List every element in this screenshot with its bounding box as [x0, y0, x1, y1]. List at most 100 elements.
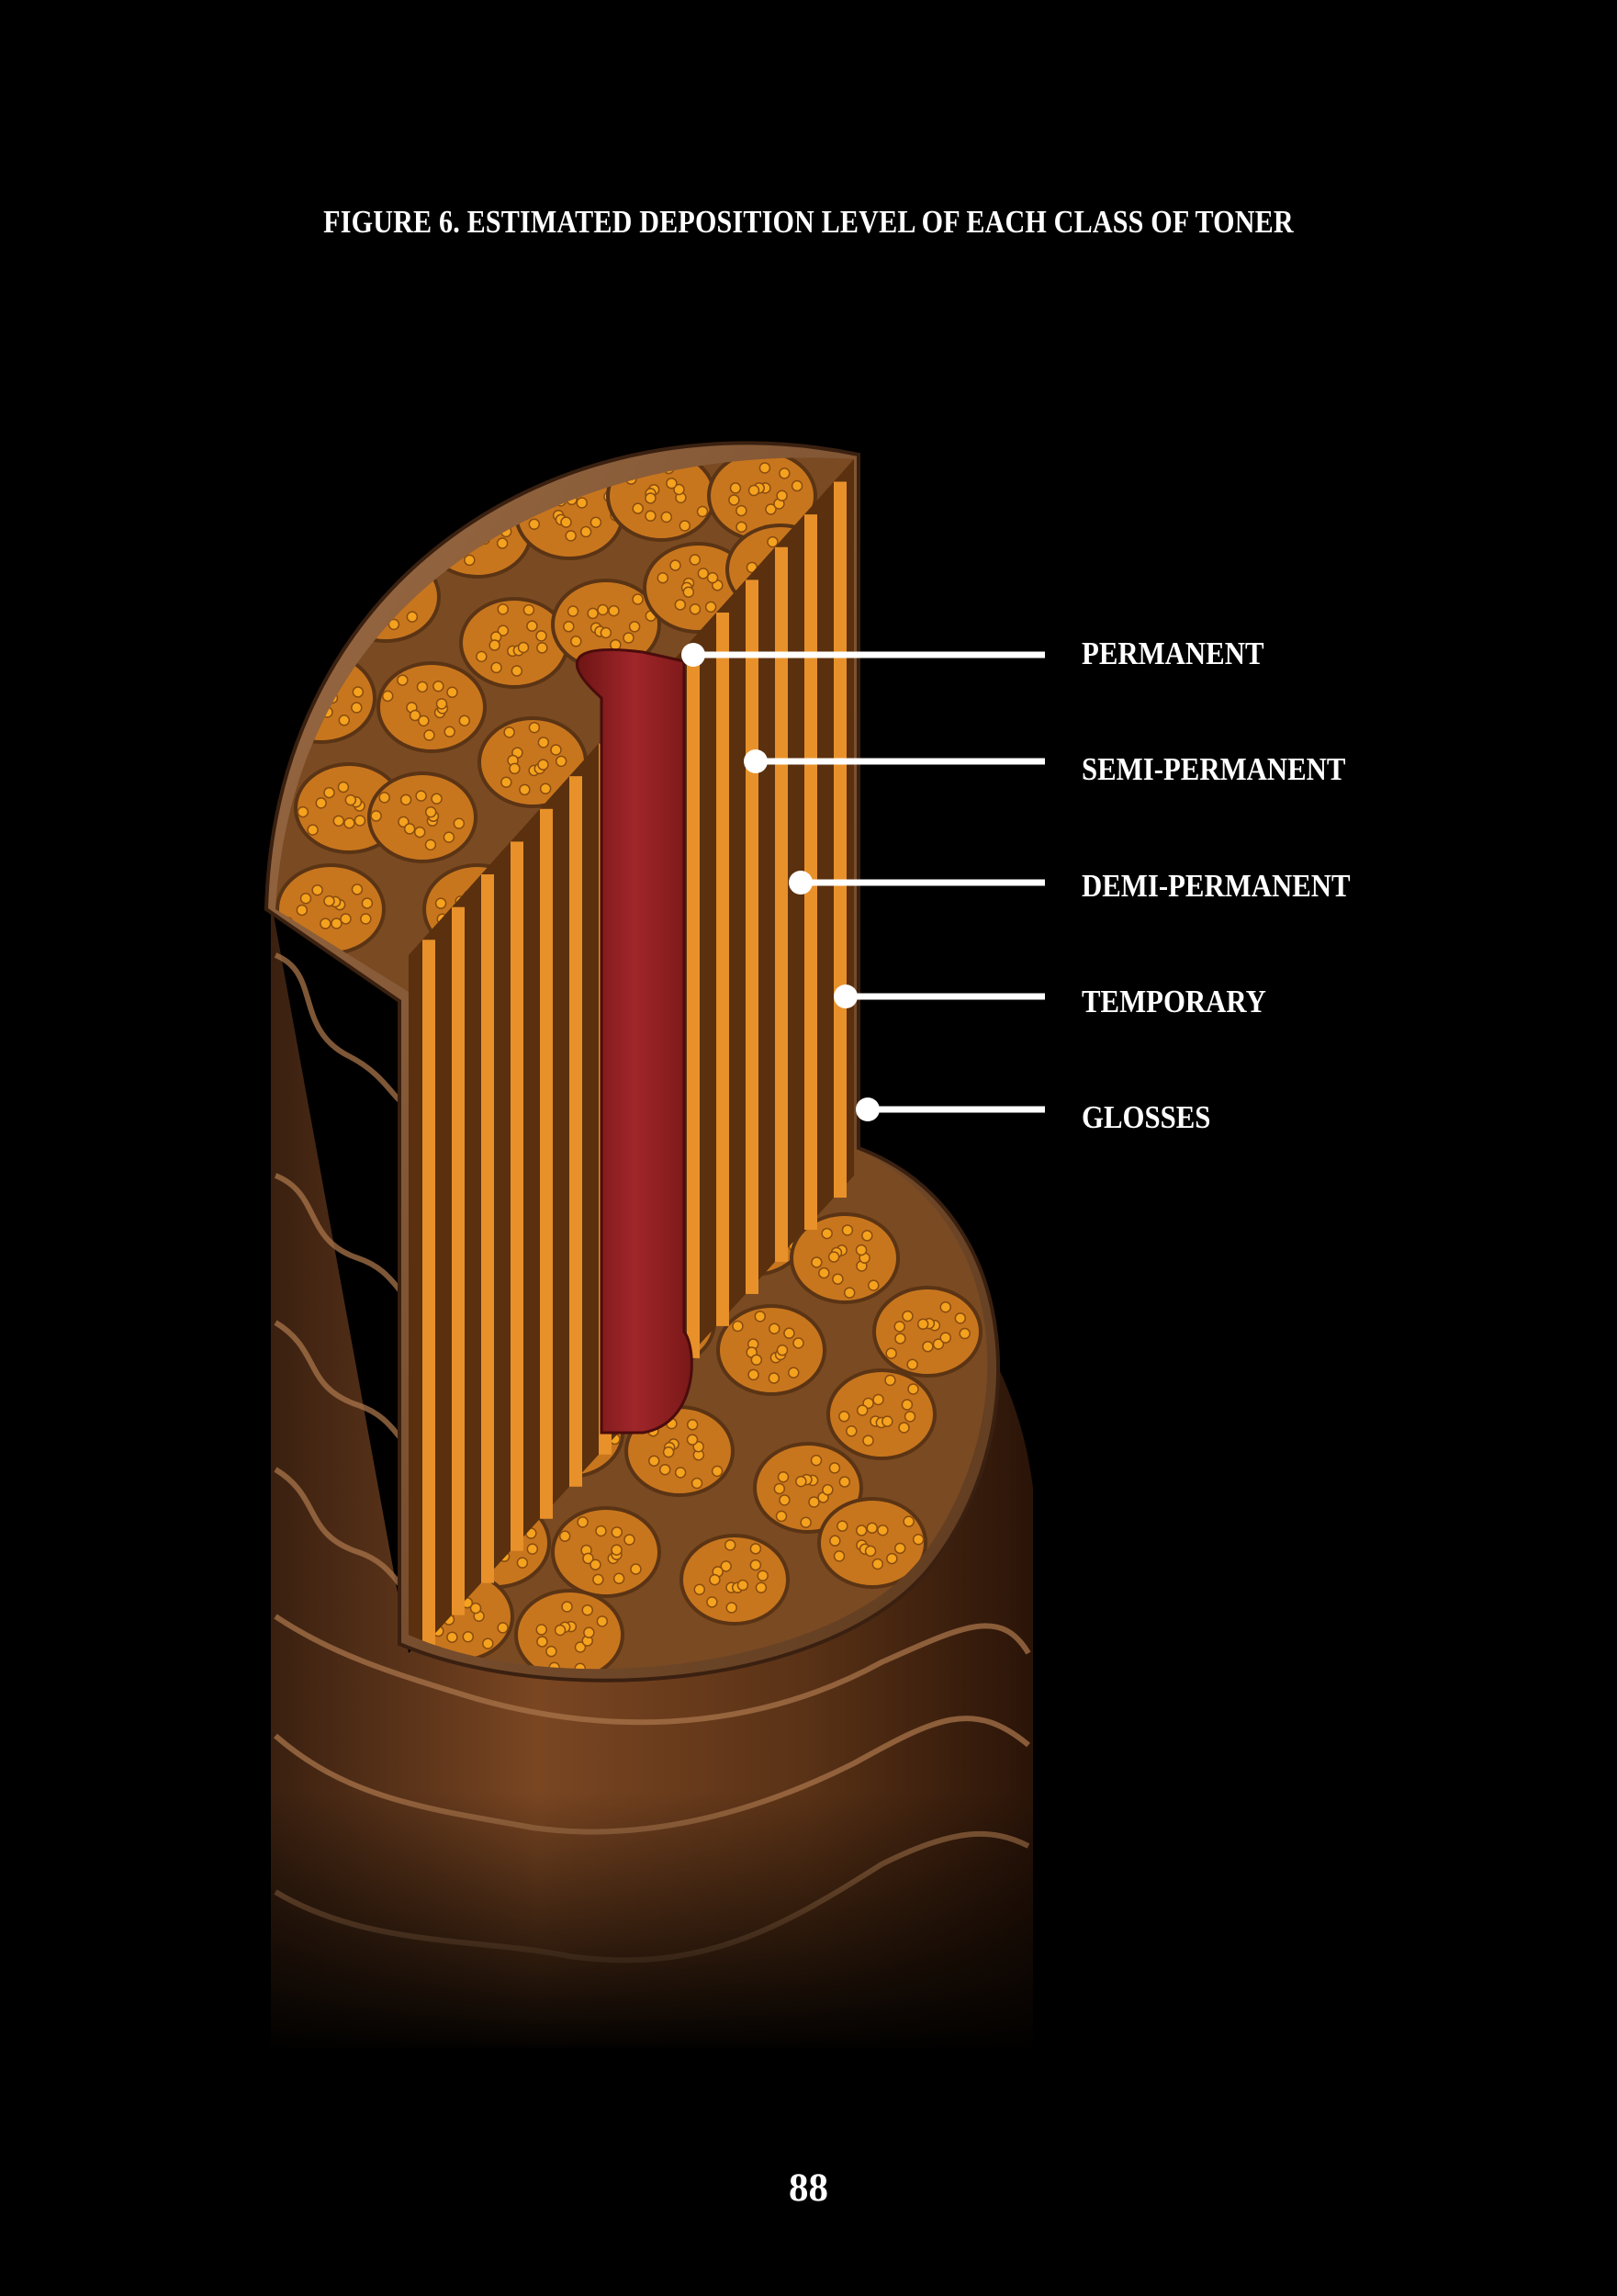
melanin-granule	[660, 511, 673, 523]
melanin-granule	[397, 674, 409, 686]
melanin-granule	[696, 505, 709, 518]
melanin-granule	[725, 1602, 737, 1614]
cortex-fibre	[746, 580, 758, 1294]
melanin-granule	[855, 1525, 868, 1536]
melanin-granule	[577, 1516, 589, 1528]
melanin-granule	[340, 913, 352, 925]
melanin-granule	[871, 1558, 884, 1570]
melanin-granule	[647, 1455, 660, 1467]
melanin-granule	[535, 1624, 547, 1636]
melanin-granule	[476, 650, 488, 663]
melanin-granule	[342, 571, 354, 583]
melanin-granule	[582, 1552, 594, 1565]
cortex-cell	[817, 1497, 927, 1589]
melanin-granule	[662, 1446, 675, 1458]
melanin-granule	[632, 502, 644, 514]
melanin-granule	[299, 893, 312, 905]
melanin-granule	[757, 1570, 769, 1582]
cortex-fibre	[422, 940, 435, 1648]
melanin-granule	[838, 1476, 851, 1488]
cortex-cell	[872, 1286, 983, 1378]
cortex-cell	[514, 1589, 624, 1670]
melanin-granule	[828, 1462, 841, 1474]
melanin-granule	[423, 729, 435, 741]
melanin-granule	[657, 571, 669, 584]
melanin-granule	[706, 1596, 718, 1608]
melanin-granule	[539, 782, 552, 794]
melanin-granule	[686, 1419, 699, 1431]
melanin-granule	[724, 1539, 736, 1551]
melanin-granule	[446, 1631, 458, 1643]
melanin-granule	[453, 817, 466, 829]
melanin-granule	[424, 838, 437, 851]
melanin-granule	[645, 492, 657, 504]
cortex-cell	[275, 863, 386, 955]
melanin-granule	[893, 1321, 905, 1333]
melanin-granule	[711, 1465, 724, 1478]
melanin-granule	[729, 482, 742, 494]
melanin-granule	[673, 483, 685, 496]
melanin-granule	[338, 715, 351, 726]
melanin-granule	[458, 715, 471, 726]
melanin-granule	[693, 1583, 706, 1595]
melanin-granule	[720, 1560, 732, 1572]
melanin-granule	[736, 504, 747, 517]
melanin-granule	[387, 618, 400, 631]
melanin-granule	[579, 525, 592, 538]
melanin-granule	[674, 1467, 687, 1479]
melanin-granule	[497, 625, 510, 636]
melanin-granule	[838, 1411, 850, 1423]
melanin-granule	[444, 726, 455, 738]
melanin-granule	[590, 1559, 601, 1570]
melanin-granule	[818, 1266, 830, 1279]
melanin-granule	[275, 705, 285, 717]
melanin-granule	[906, 1358, 918, 1371]
melanin-granule	[497, 1622, 509, 1634]
melanin-granule	[868, 1279, 880, 1291]
cortex-fibre	[775, 546, 788, 1262]
melanin-granule	[378, 792, 390, 804]
melanin-granule	[669, 559, 681, 571]
melanin-granule	[352, 686, 365, 698]
melanin-granule	[902, 1310, 914, 1322]
melanin-granule	[623, 632, 634, 644]
melanin-granule	[628, 621, 641, 633]
melanin-granule	[587, 607, 599, 620]
melanin-granule	[497, 603, 510, 615]
melanin-granule	[296, 904, 309, 917]
melanin-granule	[679, 520, 691, 532]
melanin-granule	[320, 917, 331, 929]
melanin-granule	[581, 1604, 594, 1616]
melanin-granule	[432, 681, 444, 692]
melanin-granule	[496, 537, 509, 549]
melanin-granule	[473, 491, 486, 504]
cortex-fibre	[834, 481, 847, 1199]
cortex-cell	[367, 771, 477, 863]
melanin-granule	[558, 1530, 571, 1542]
melanin-granule	[360, 587, 373, 600]
melanin-granule	[689, 554, 702, 566]
melanin-granule	[443, 831, 455, 843]
melanin-granule	[574, 1641, 587, 1653]
melanin-granule	[732, 1320, 744, 1333]
melanin-granule	[800, 1516, 812, 1529]
melanin-granule	[567, 605, 579, 617]
melanin-granule	[323, 895, 335, 907]
melanin-granule	[898, 1422, 910, 1434]
melanin-granule	[526, 620, 538, 632]
melanin-granule	[351, 884, 364, 895]
melanin-granule	[275, 686, 282, 698]
melanin-granule	[517, 641, 530, 654]
melanin-granule	[623, 1534, 635, 1546]
melanin-granule	[881, 1415, 893, 1427]
page-number: 88	[789, 2167, 828, 2210]
melanin-granule	[767, 535, 779, 548]
melanin-granule	[503, 726, 515, 738]
melanin-granule	[595, 1525, 607, 1537]
label-permanent: PERMANENT	[1082, 636, 1264, 671]
melanin-granule	[509, 762, 521, 775]
melanin-granule	[469, 1602, 482, 1615]
melanin-granule	[792, 1337, 804, 1349]
melanin-granule	[749, 1543, 762, 1555]
